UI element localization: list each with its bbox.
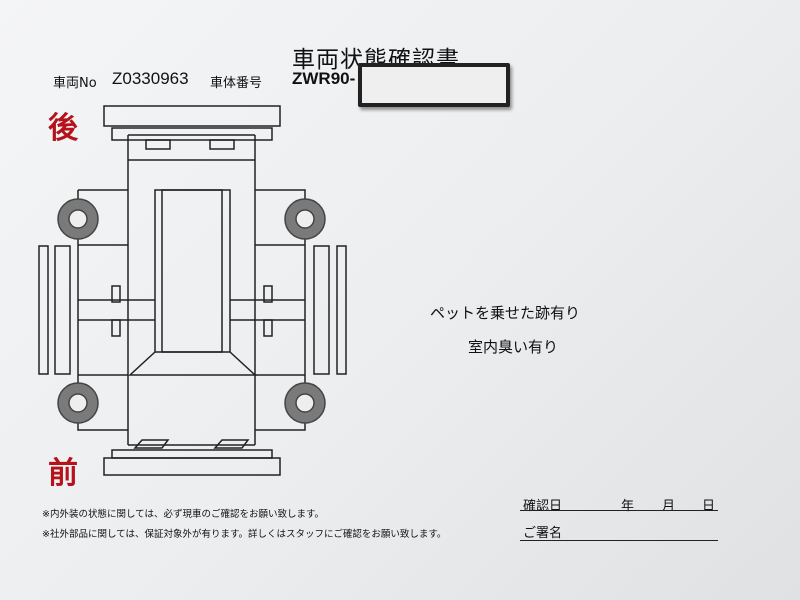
front-label: 前 xyxy=(48,456,78,491)
left-step-inner xyxy=(54,245,71,375)
rear-window xyxy=(161,189,223,353)
redaction-sticker xyxy=(358,63,510,107)
body-outline xyxy=(127,134,256,446)
rear-bumper xyxy=(103,105,281,127)
rear-panel xyxy=(111,127,273,141)
signature-line xyxy=(520,540,718,541)
chassis-label: 車体番号 xyxy=(210,76,263,91)
signature-label: ご署名 xyxy=(523,526,563,541)
month-label: 月 xyxy=(662,499,676,514)
roof xyxy=(154,189,231,353)
windshield xyxy=(128,351,257,376)
wheels xyxy=(57,198,326,424)
date-line xyxy=(520,510,718,511)
rear-light-left xyxy=(145,139,171,150)
right-mirror-b xyxy=(263,319,273,337)
right-mirror-a xyxy=(263,285,273,303)
left-mirror-b xyxy=(111,319,121,337)
confirm-date-label: 確認日 xyxy=(523,499,563,514)
headlight-left xyxy=(133,439,170,449)
rear-label: 後 xyxy=(48,111,78,146)
remark-1: ペットを乗せた跡有り xyxy=(430,304,581,322)
rear-light-right xyxy=(209,139,235,150)
footnote-1: ※内外装の状態に関しては、必ず現車のご確認をお願い致します。 xyxy=(42,509,325,520)
left-mirror-a xyxy=(111,285,121,303)
remark-2: 室内臭い有り xyxy=(468,338,559,356)
vehicle-no-value: Z0330963 xyxy=(112,69,189,88)
left-side xyxy=(77,189,155,431)
headlight-right xyxy=(213,439,250,449)
day-label: 日 xyxy=(702,499,716,514)
vehicle-no-label: 車両No xyxy=(53,76,97,91)
footnote-2: ※社外部品に関しては、保証対象外が有ります。詳しくはスタッフにご確認をお願い致し… xyxy=(42,529,447,540)
right-step-outer xyxy=(336,245,347,375)
year-label: 年 xyxy=(621,499,635,514)
right-side xyxy=(230,189,306,431)
front-bumper xyxy=(103,457,281,476)
chassis-prefix: ZWR90- xyxy=(292,69,356,88)
left-step-outer xyxy=(38,245,49,375)
right-step-inner xyxy=(313,245,330,375)
front-panel xyxy=(111,449,273,459)
